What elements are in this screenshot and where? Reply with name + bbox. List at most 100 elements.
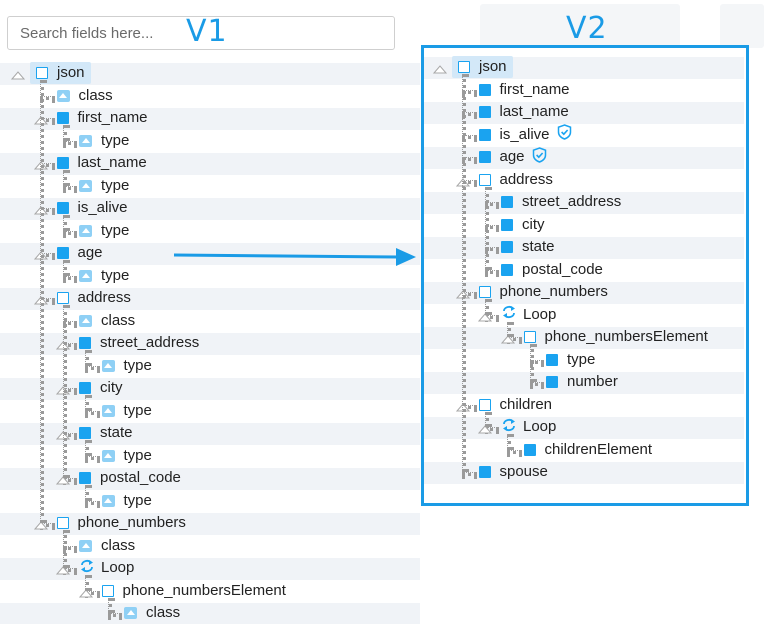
background-toolbar bbox=[480, 4, 680, 48]
tree-node-address[interactable]: address bbox=[478, 169, 553, 191]
tree-node-address[interactable]: address bbox=[56, 287, 131, 309]
node-label: type bbox=[567, 350, 596, 368]
tree-node-state[interactable]: state bbox=[501, 236, 555, 258]
collapse-toggle-icon[interactable] bbox=[33, 517, 48, 530]
tree-node-spouse[interactable]: spouse bbox=[478, 461, 548, 483]
node-label: type bbox=[101, 221, 130, 239]
node-label: class bbox=[101, 536, 136, 554]
tree-node-class[interactable]: class bbox=[79, 535, 135, 557]
node-label: address bbox=[77, 289, 131, 306]
node-label: childrenElement bbox=[544, 440, 653, 458]
tree-node-class[interactable]: class bbox=[79, 310, 135, 332]
field-icon bbox=[79, 382, 91, 394]
tree-node-phone-numberselement[interactable]: phone_numbersElement bbox=[101, 580, 286, 602]
arrow-right-icon bbox=[173, 248, 416, 266]
row-stripe bbox=[0, 63, 420, 85]
loop-icon bbox=[501, 418, 517, 437]
collapse-toggle-icon[interactable] bbox=[55, 562, 71, 575]
tree-node-phone-numbers[interactable]: phone_numbers bbox=[56, 512, 186, 534]
node-label: type bbox=[123, 491, 152, 509]
tree-node-loop[interactable]: Loop bbox=[501, 416, 556, 438]
guide-line bbox=[85, 395, 89, 411]
node-label: street_address bbox=[522, 193, 622, 210]
attribute-icon bbox=[101, 359, 115, 372]
tree-node-childrenelement[interactable]: childrenElement bbox=[523, 439, 653, 461]
collapse-toggle-icon[interactable] bbox=[55, 472, 71, 485]
tree-node-type[interactable]: type bbox=[79, 265, 129, 287]
tree-node-type[interactable]: type bbox=[101, 355, 152, 377]
tree-node-loop[interactable]: Loop bbox=[501, 304, 556, 326]
collapse-toggle-icon[interactable] bbox=[500, 331, 515, 344]
node-label: postal_code bbox=[522, 260, 603, 278]
tree-node-type[interactable]: type bbox=[101, 400, 152, 422]
row-stripe bbox=[0, 333, 420, 355]
field-icon bbox=[478, 128, 491, 141]
row-stripe bbox=[424, 372, 744, 394]
tree-node-street-address[interactable]: street_address bbox=[501, 191, 621, 213]
tree-node-first-name[interactable]: first_name bbox=[478, 79, 570, 101]
tree-node-class[interactable]: class bbox=[56, 85, 113, 107]
row-stripe bbox=[0, 198, 420, 220]
tree-node-number[interactable]: number bbox=[546, 371, 618, 393]
collapse-toggle-icon[interactable] bbox=[78, 585, 93, 597]
node-label: json bbox=[57, 64, 85, 81]
node-label: type bbox=[123, 446, 152, 464]
object-icon bbox=[478, 398, 491, 411]
tree-node-type[interactable]: type bbox=[546, 349, 595, 371]
attribute-icon bbox=[101, 449, 115, 462]
tree-node-class[interactable]: class bbox=[124, 602, 180, 624]
connector-line bbox=[85, 365, 100, 370]
tree-node-age[interactable]: age bbox=[56, 242, 103, 264]
tree-node-type[interactable]: type bbox=[101, 490, 152, 512]
tree-node-is-alive[interactable]: is_alive bbox=[56, 197, 128, 219]
tree-node-postal-code[interactable]: postal_code bbox=[501, 259, 603, 281]
field-icon bbox=[56, 112, 69, 124]
tree-node-phone-numbers[interactable]: phone_numbers bbox=[478, 281, 608, 303]
object-icon bbox=[101, 584, 114, 597]
tree-node-phone-numberselement[interactable]: phone_numbersElement bbox=[523, 326, 708, 348]
collapse-toggle-icon[interactable] bbox=[10, 67, 26, 80]
tree-node-last-name[interactable]: last_name bbox=[478, 101, 569, 123]
node-label: type bbox=[101, 131, 130, 149]
selected-highlight: json bbox=[452, 56, 513, 78]
field-icon bbox=[478, 106, 491, 118]
object-icon bbox=[478, 286, 491, 298]
tree-node-first-name[interactable]: first_name bbox=[56, 107, 148, 129]
node-label: state bbox=[522, 238, 555, 255]
tree-node-city[interactable]: city bbox=[79, 377, 123, 399]
tree-node-type[interactable]: type bbox=[79, 220, 129, 242]
tree-node-street-address[interactable]: street_address bbox=[79, 332, 199, 354]
tree-node-json[interactable]: json bbox=[30, 62, 91, 84]
tree-node-json[interactable]: json bbox=[452, 56, 513, 78]
tree-node-children[interactable]: children bbox=[478, 394, 552, 416]
tree-node-loop[interactable]: Loop bbox=[79, 557, 134, 579]
search-field[interactable] bbox=[7, 16, 395, 50]
tree-node-postal-code[interactable]: postal_code bbox=[79, 467, 181, 489]
tree-node-age[interactable]: age bbox=[478, 146, 547, 168]
collapse-toggle-icon[interactable] bbox=[477, 309, 493, 321]
tree-node-last-name[interactable]: last_name bbox=[56, 152, 147, 174]
tree-node-city[interactable]: city bbox=[501, 214, 545, 236]
node-label: phone_numbers bbox=[499, 283, 608, 300]
guide-line bbox=[484, 299, 489, 315]
connector-line bbox=[507, 449, 522, 454]
node-label: type bbox=[101, 176, 130, 194]
field-icon bbox=[501, 241, 513, 253]
search-input[interactable] bbox=[8, 17, 394, 49]
node-label: class bbox=[78, 86, 113, 104]
connector-line bbox=[62, 140, 77, 145]
node-label: postal_code bbox=[100, 469, 181, 486]
tree-node-state[interactable]: state bbox=[79, 422, 133, 444]
node-label: type bbox=[123, 401, 152, 419]
field-icon bbox=[501, 196, 513, 208]
collapse-toggle-icon[interactable] bbox=[432, 61, 448, 74]
tree-node-type[interactable]: type bbox=[101, 445, 152, 467]
tree-node-type[interactable]: type bbox=[79, 175, 129, 197]
collapse-toggle-icon[interactable] bbox=[477, 421, 493, 434]
row-stripe bbox=[0, 468, 420, 490]
tree-node-is-alive[interactable]: is_alive bbox=[478, 124, 572, 146]
tree-node-type[interactable]: type bbox=[79, 130, 129, 152]
field-icon bbox=[478, 151, 491, 163]
connector-line bbox=[85, 455, 100, 460]
row-stripe bbox=[424, 147, 744, 169]
